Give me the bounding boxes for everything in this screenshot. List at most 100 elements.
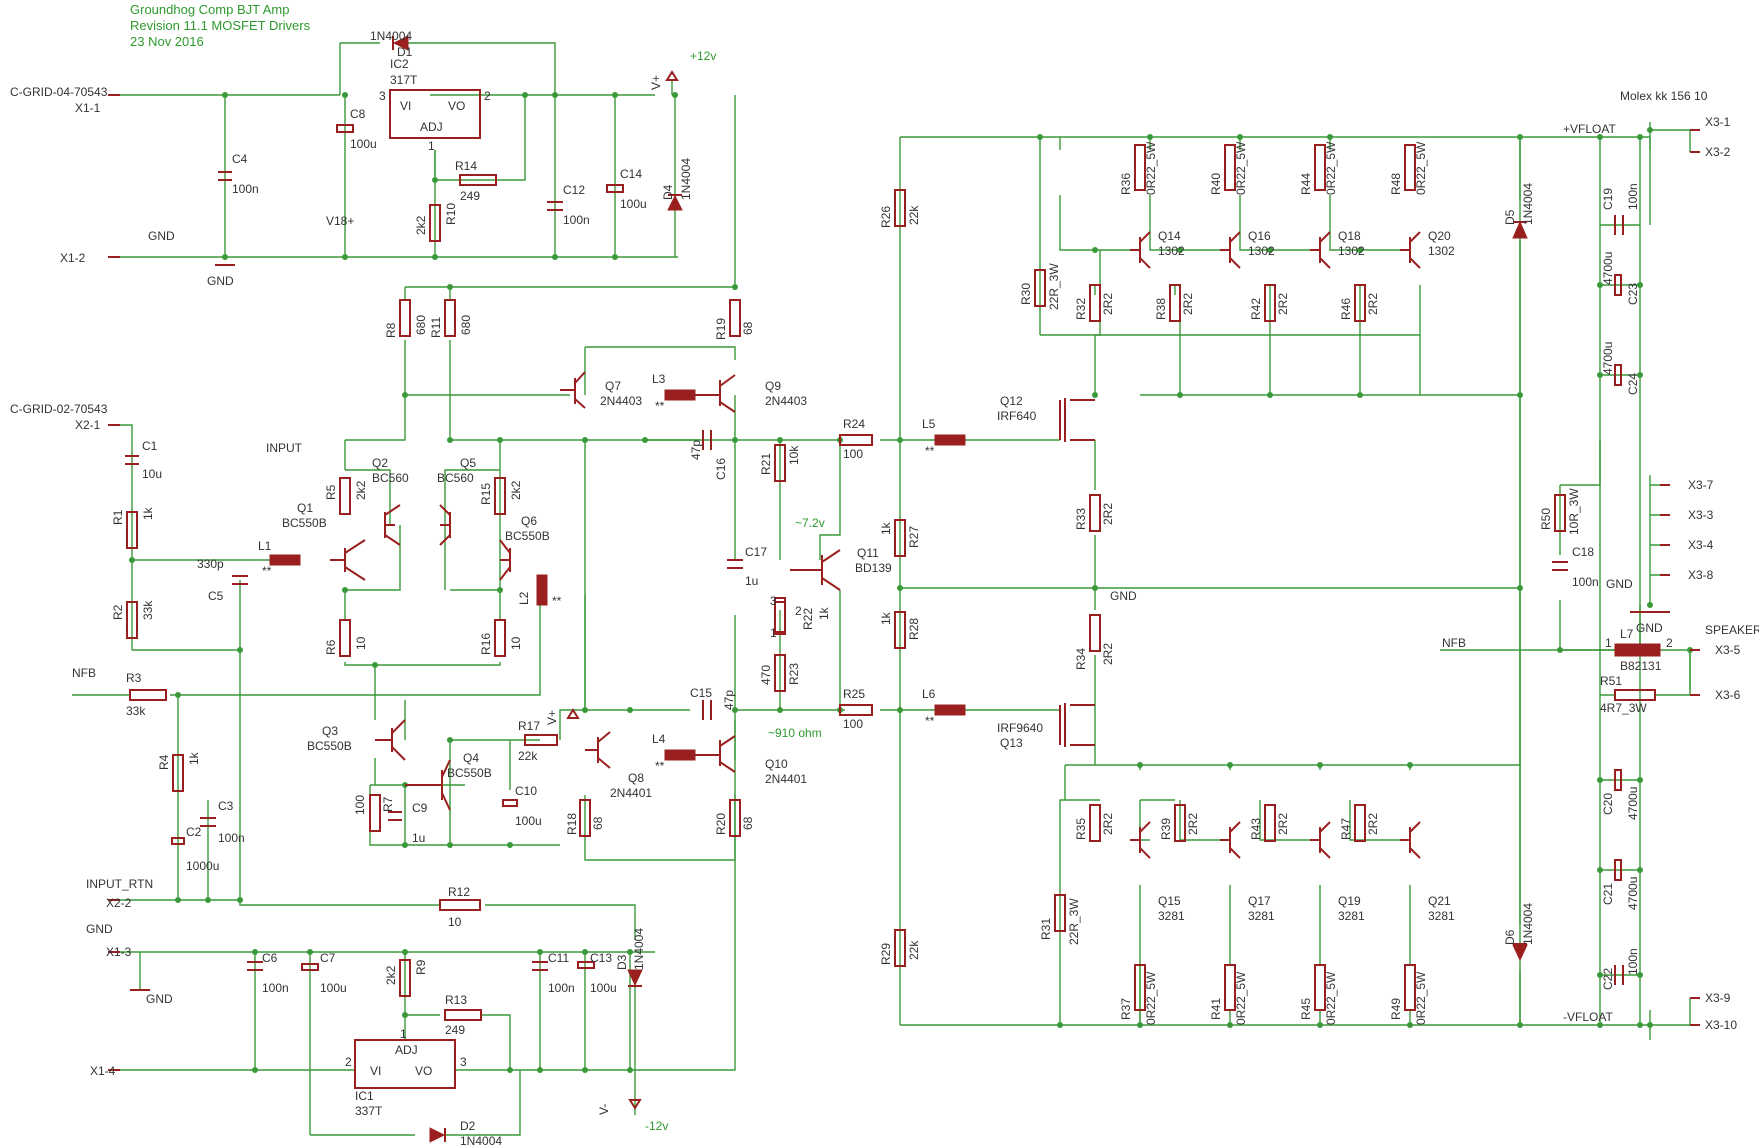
c11-value: 100n: [548, 981, 575, 995]
d1-value: 1N4004: [370, 29, 412, 43]
r19-label: R19: [714, 318, 728, 340]
r51-value: 4R7_3W: [1600, 701, 1647, 715]
c11-label: C11: [548, 951, 569, 965]
q19-label: Q19: [1338, 894, 1361, 908]
minus12-arrow-icon: [628, 1099, 642, 1110]
input-rtn-net-label: INPUT_RTN: [86, 877, 153, 891]
q2-value: BC560: [372, 471, 409, 485]
r1-value: 1k: [141, 506, 155, 520]
v18-label: V18+: [326, 214, 354, 228]
ic2-label: IC2: [390, 57, 409, 71]
c2-value: 1000u: [186, 859, 219, 873]
c9-label: C9: [412, 801, 428, 815]
r7-value: 100: [353, 795, 367, 815]
d1-diode-icon: [392, 35, 409, 51]
r37-value: 0R22_5W: [1144, 971, 1158, 1025]
molex-label: Molex kk 156 10: [1620, 89, 1708, 103]
q13-label: Q13: [1000, 736, 1023, 750]
r3-label: R3: [126, 671, 142, 685]
q16-value: 1302: [1248, 244, 1275, 258]
q11-label: Q11: [857, 546, 879, 560]
q10-value: 2N4401: [765, 772, 807, 786]
r6-value: 10: [354, 636, 368, 650]
d2-label: D2: [460, 1119, 476, 1133]
q9-label: Q9: [765, 379, 781, 393]
r30-label: R30: [1019, 283, 1033, 305]
c12-label: C12: [563, 183, 585, 197]
r1-label: R1: [111, 509, 125, 525]
ic2-body: [389, 89, 481, 139]
r35-label: R35: [1074, 818, 1088, 840]
r47-label: R47: [1339, 818, 1353, 840]
x3-9-label: X3-9: [1705, 991, 1731, 1005]
l4-label: L4: [652, 732, 666, 746]
r38-label: R38: [1154, 298, 1168, 320]
vplus-label-mid: V+: [545, 710, 559, 725]
r28-label: R28: [907, 618, 921, 640]
r46-value: 2R2: [1366, 293, 1380, 315]
q14-label: Q14: [1158, 229, 1181, 243]
d3-diode-icon: [627, 969, 643, 987]
r49-value: 0R22_5W: [1414, 971, 1428, 1025]
r25-label: R25: [843, 687, 865, 701]
gnd-label-lower: GND: [86, 922, 113, 936]
gnd-label-sym: GND: [207, 274, 234, 288]
c20-label: C20: [1601, 793, 1615, 815]
r34-label: R34: [1074, 648, 1088, 670]
r47-value: 2R2: [1366, 813, 1380, 835]
gnd-label-sym3: GND: [1636, 621, 1663, 635]
r13-label: R13: [445, 993, 467, 1007]
r32-value: 2R2: [1101, 293, 1115, 315]
r42-label: R42: [1249, 298, 1263, 320]
r22-pin3: 3: [770, 594, 777, 608]
r16-label: R16: [479, 633, 493, 655]
x1-3-label: X1-3: [106, 945, 132, 959]
r26-value: 22k: [907, 205, 921, 225]
x3-8-label: X3-8: [1688, 568, 1714, 582]
ic2-pin1: 1: [428, 139, 435, 153]
capacitor-icons: [125, 124, 1624, 985]
r45-value: 0R22_5W: [1324, 971, 1338, 1025]
ic1-value: 337T: [355, 1104, 383, 1118]
r48-label: R48: [1389, 173, 1403, 195]
c15-value: 47p: [722, 690, 736, 710]
c6-label: C6: [262, 951, 278, 965]
c18-value: 100n: [1572, 575, 1599, 589]
q3-label: Q3: [322, 724, 338, 738]
c8-value: 100u: [350, 137, 377, 151]
l5-star: **: [925, 444, 935, 458]
l2-label: L2: [517, 591, 531, 605]
q5-value: BC560: [437, 471, 474, 485]
q15-label: Q15: [1158, 894, 1181, 908]
r15-value: 2k2: [509, 480, 523, 500]
r16-value: 10: [509, 636, 523, 650]
l5-label: L5: [922, 417, 936, 431]
c1-label: C1: [142, 439, 158, 453]
c15-label: C15: [690, 686, 712, 700]
r41-label: R41: [1209, 998, 1223, 1020]
r29-value: 22k: [907, 940, 921, 960]
ic1-vi: VI: [370, 1064, 381, 1078]
r23-label: R23: [787, 663, 801, 685]
c16-label: C16: [714, 458, 728, 480]
r40-value: 0R22_5W: [1234, 141, 1248, 195]
ic2-pin3: 3: [379, 89, 386, 103]
c18-label: C18: [1572, 545, 1594, 559]
l4-star: **: [655, 759, 665, 773]
c9-value: 1u: [412, 831, 425, 845]
r22-pin1: 1: [770, 626, 777, 640]
r24-value: 100: [843, 447, 863, 461]
components: [108, 35, 1700, 1143]
r48-value: 0R22_5W: [1414, 141, 1428, 195]
c4-label: C4: [232, 152, 248, 166]
vfloat-neg-label: -VFLOAT: [1563, 1010, 1613, 1024]
c1-value: 10u: [142, 467, 162, 481]
x3-2-label: X3-2: [1705, 145, 1731, 159]
r6-label: R6: [324, 639, 338, 655]
d6-label: D6: [1503, 929, 1517, 945]
r20-value: 68: [741, 816, 755, 830]
d3-label: D3: [615, 954, 629, 970]
d5-value: 1N4004: [1521, 183, 1535, 225]
r5-value: 2k2: [354, 480, 368, 500]
